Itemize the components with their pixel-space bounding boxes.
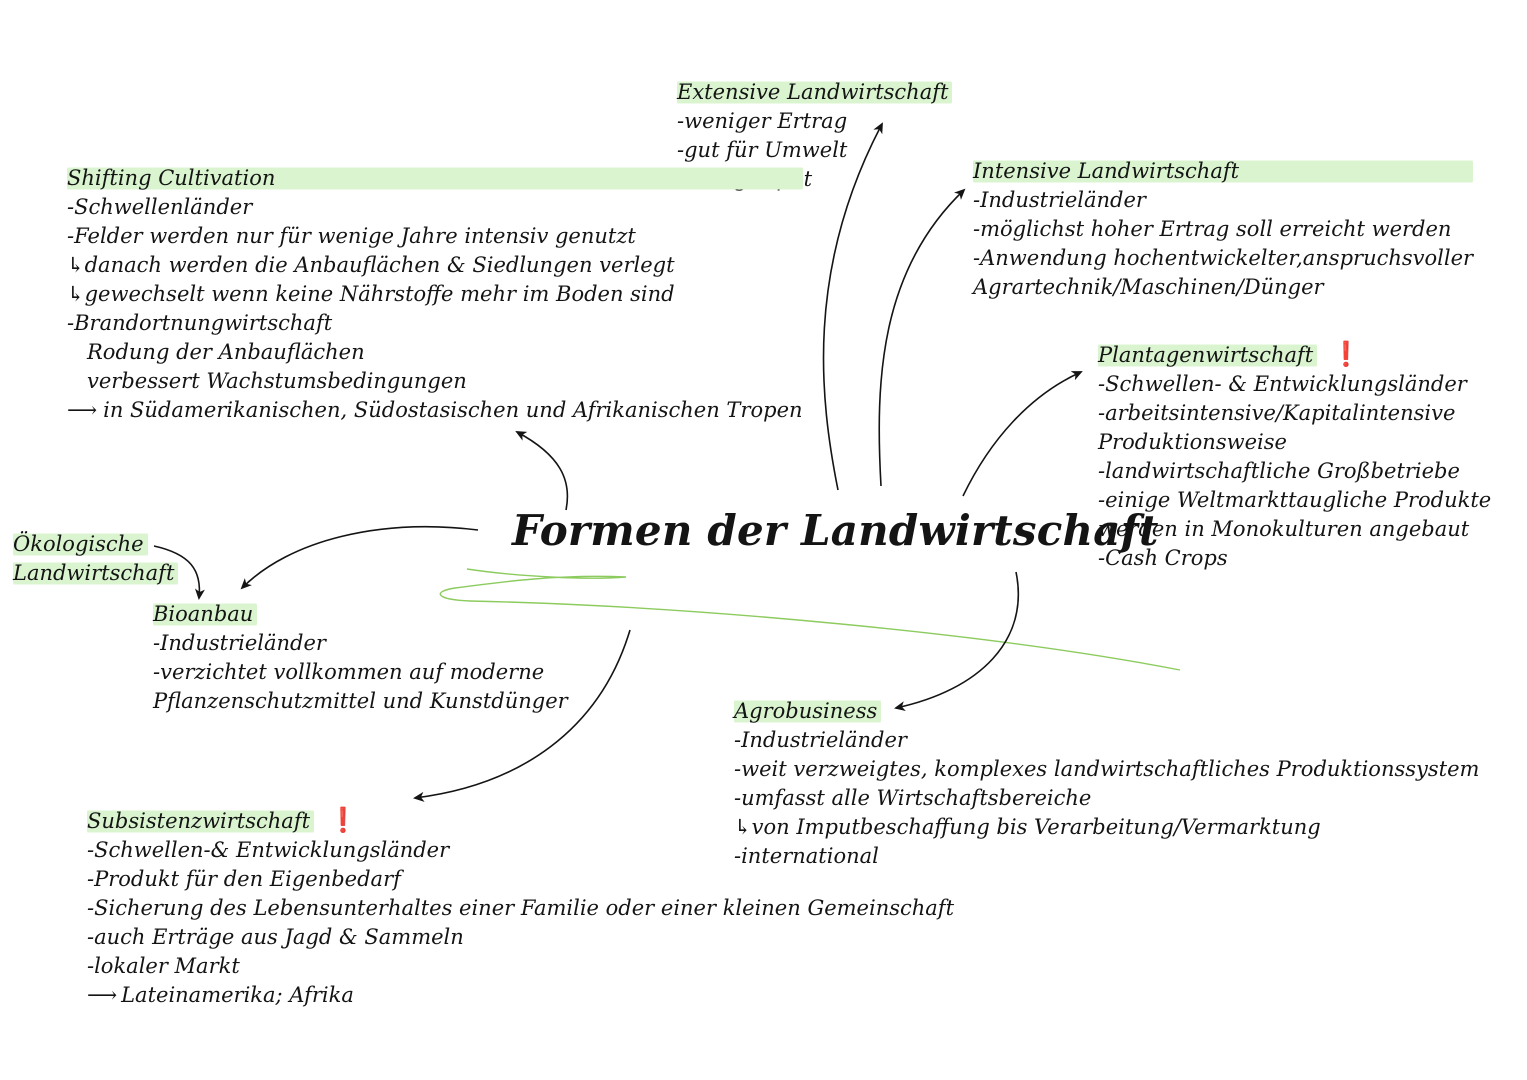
node-heading-row: Subsistenzwirtschaft ❗	[87, 805, 954, 836]
node-line: -Produkt für den Eigenbedarf	[87, 867, 401, 891]
node-line: Rodung der Anbauflächen	[87, 340, 365, 364]
node-line: -international	[734, 844, 879, 868]
return-arrow-icon: ↳	[67, 253, 85, 277]
node-line: -Cash Crops	[1098, 546, 1228, 570]
node-plantagenwirtschaft: Plantagenwirtschaft ❗ -Schwellen- & Entwi…	[1098, 339, 1491, 573]
node-line-text: gewechselt wenn keine Nährstoffe mehr im…	[84, 282, 675, 306]
node-line: verbessert Wachstumsbedingungen	[87, 369, 467, 393]
node-line: -Schwellen-& Entwicklungsländer	[87, 838, 450, 862]
node-line: -umfasst alle Wirtschaftsbereiche	[734, 786, 1092, 810]
node-line: -gut für Umwelt	[677, 138, 848, 162]
node-subline: ↳danach werden die Anbauflächen & Siedlu…	[67, 251, 803, 280]
return-arrow-icon: ↳	[734, 815, 752, 839]
node-line-text: Lateinamerika; Afrika	[121, 983, 354, 1007]
node-heading: Intensive Landwirtschaft	[973, 157, 1474, 186]
node-line: -Felder werden nur für wenige Jahre inte…	[67, 224, 636, 248]
node-line: -auch Erträge aus Jagd & Sammeln	[87, 925, 464, 949]
node-line: -einige Weltmarkttaugliche Produkte	[1098, 488, 1492, 512]
node-line: -Sicherung des Lebensunterhaltes einer F…	[87, 896, 955, 920]
node-intensive: Intensive Landwirtschaft -Industrielände…	[973, 157, 1474, 302]
node-line: -möglichst hoher Ertrag soll erreicht we…	[973, 217, 1452, 241]
node-line: -verzichtet vollkommen auf moderne	[153, 660, 545, 684]
node-line: -Schwellen- & Entwicklungsländer	[1098, 372, 1467, 396]
right-arrow-icon: ⟶	[87, 983, 118, 1007]
node-heading: Ökologische	[13, 530, 148, 559]
arrow-to-shifting	[515, 431, 569, 511]
node-subline: ↳von Imputbeschaffung bis Verarbeitung/V…	[734, 813, 1479, 842]
central-topic-title: Formen der Landwirtschaft	[512, 506, 1159, 555]
node-line: -Anwendung hochentwickelter,anspruchsvol…	[973, 246, 1474, 270]
exclamation-mark-icon: ❗	[1331, 339, 1362, 368]
node-subsistenzwirtschaft: Subsistenzwirtschaft ❗ -Schwellen-& Entwi…	[87, 805, 954, 1010]
node-line-text: danach werden die Anbauflächen & Siedlun…	[84, 253, 675, 277]
node-line-text: in Südamerikanischen, Südostasischen und…	[103, 398, 803, 422]
node-agrobusiness: Agrobusiness -Industrieländer -weit verz…	[734, 697, 1479, 871]
node-shifting-cultivation: Shifting Cultivation -Schwellenländer -F…	[67, 164, 803, 425]
node-heading: Extensive Landwirtschaft	[677, 78, 953, 107]
node-line: -Industrieländer	[734, 728, 907, 752]
node-line: werden in Monokulturen angebaut	[1098, 517, 1470, 541]
node-bioanbau: Bioanbau -Industrieländer -verzichtet vo…	[153, 600, 568, 716]
node-subline: ⟶in Südamerikanischen, Südostasischen un…	[67, 396, 803, 425]
arrow-to-intensive	[878, 188, 966, 487]
node-line: -weniger Ertrag	[677, 109, 848, 133]
node-subline: ⟶Lateinamerika; Afrika	[87, 981, 954, 1010]
node-heading: Agrobusiness	[734, 697, 882, 726]
return-arrow-icon: ↳	[67, 282, 85, 306]
node-line: -landwirtschaftliche Großbetriebe	[1098, 459, 1460, 483]
node-line: -Brandortnungwirtschaft	[67, 311, 333, 335]
node-line: -weit verzweigtes, komplexes landwirtsch…	[734, 757, 1480, 781]
node-line: Produktionsweise	[1098, 430, 1287, 454]
node-heading: Subsistenzwirtschaft	[87, 807, 315, 836]
right-arrow-icon: ⟶	[67, 398, 98, 422]
node-line: -arbeitsintensive/Kapitalintensive	[1098, 401, 1456, 425]
node-heading: Shifting Cultivation	[67, 164, 803, 193]
node-line: -Schwellenländer	[67, 195, 253, 219]
node-line: Pflanzenschutzmittel und Kunstdünger	[153, 689, 568, 713]
node-line: -lokaler Markt	[87, 954, 240, 978]
exclamation-mark-icon: ❗	[328, 805, 358, 834]
node-heading-row: Plantagenwirtschaft ❗	[1098, 339, 1491, 370]
arrow-to-agrobusiness	[894, 571, 1020, 711]
node-line: -Industrieländer	[973, 188, 1146, 212]
node-line-text: von Imputbeschaffung bis Verarbeitung/Ve…	[751, 815, 1321, 839]
node-subline: ↳gewechselt wenn keine Nährstoffe mehr i…	[67, 280, 803, 309]
node-line: -Industrieländer	[153, 631, 326, 655]
node-oekologische-landwirtschaft: Ökologische Landwirtschaft	[13, 530, 179, 588]
arrow-to-plantagen	[962, 371, 1083, 497]
arrow-to-bioanbau	[240, 525, 479, 590]
node-heading: Bioanbau	[153, 600, 258, 629]
node-line: Agrartechnik/Maschinen/Dünger	[973, 275, 1324, 299]
node-heading: Plantagenwirtschaft	[1098, 341, 1318, 370]
node-heading: Landwirtschaft	[13, 559, 179, 588]
